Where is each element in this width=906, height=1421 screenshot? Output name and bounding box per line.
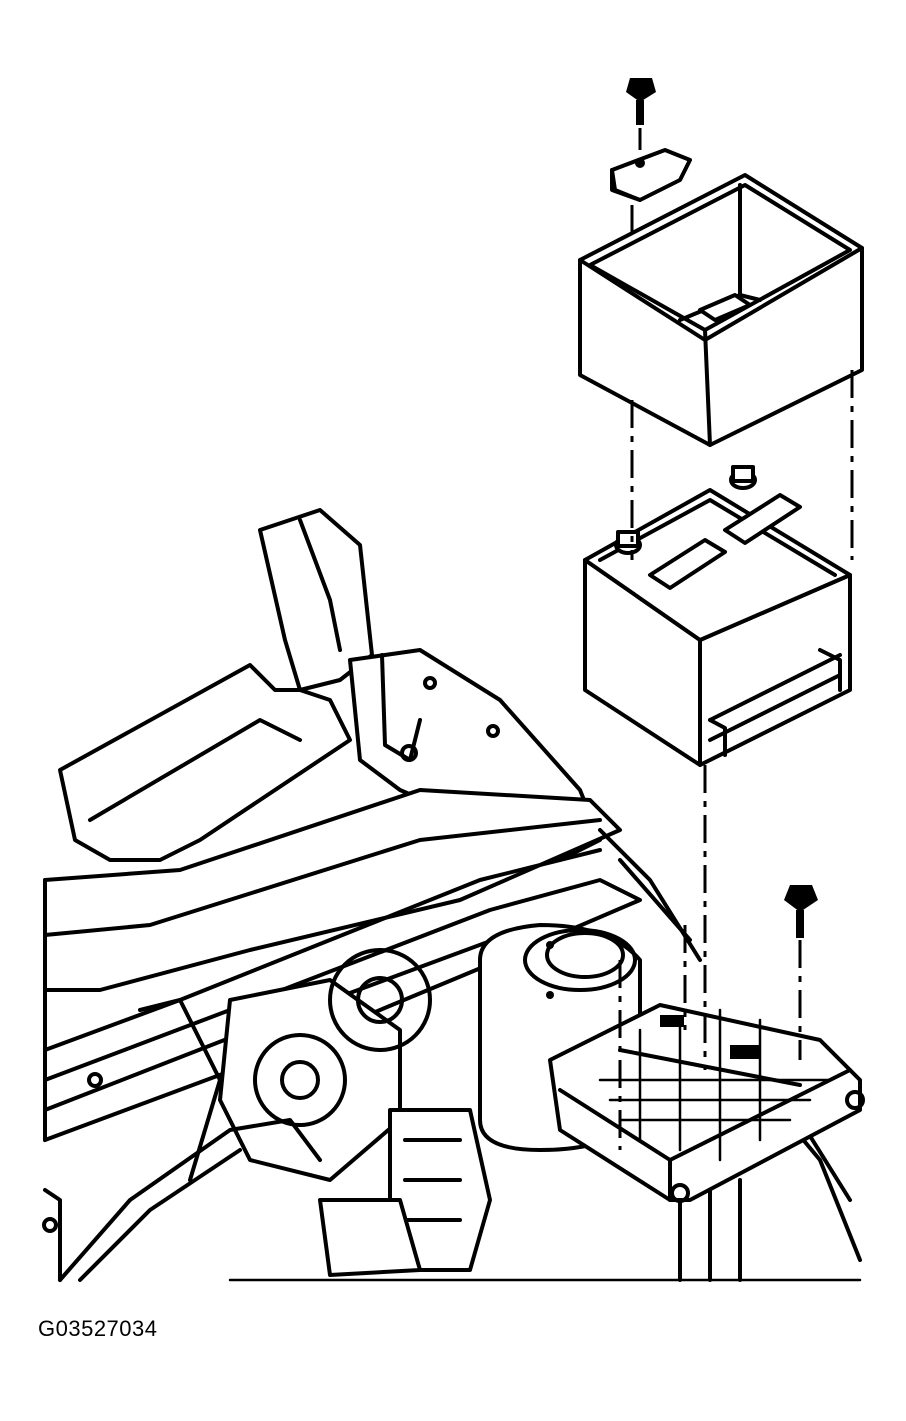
upper-bolt [626,78,656,150]
battery-tray [548,1003,865,1282]
battery-insulator-box [578,173,864,1150]
retainer-clamp [610,148,692,240]
engine-compartment-structure [42,508,862,1282]
battery [583,465,852,767]
figure-id-label: G03527034 [38,1316,158,1341]
lower-bolt [784,885,818,1060]
